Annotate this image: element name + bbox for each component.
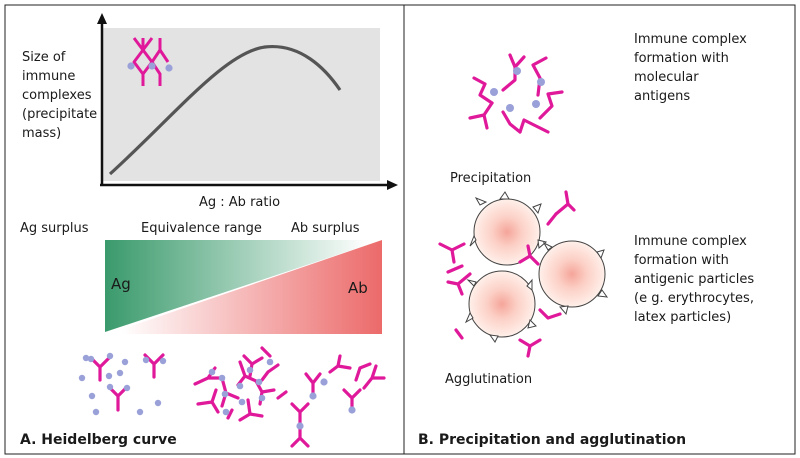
x-axis-label: Ag : Ab ratio: [199, 195, 280, 210]
agglutination-description-line: latex particles): [634, 310, 731, 325]
y-axis-label-line: (precipitate: [22, 107, 97, 122]
x-axis-arrow: [387, 180, 398, 190]
y-axis-label-line: mass): [22, 126, 61, 141]
precipitation-description-line: formation with: [634, 51, 729, 66]
precipitation-description-line: antigens: [634, 89, 690, 104]
triangle-label-ab: Ab: [348, 279, 368, 297]
chart-background: [102, 28, 380, 181]
agglutination-description-line: Immune complex: [634, 234, 747, 249]
ab-gradient-triangle: [108, 240, 382, 334]
ag-gradient-triangle: [105, 240, 382, 332]
y-axis-arrow: [97, 13, 107, 24]
particle: [468, 198, 606, 338]
agglutination-description-line: antigenic particles: [634, 272, 754, 287]
triangle-label-ag: Ag: [111, 275, 131, 293]
caption-a: A. Heidelberg curve: [20, 432, 177, 448]
y-axis-label-line: complexes: [22, 88, 92, 103]
lattice-antigens: [208, 358, 274, 416]
precipitation-label: Precipitation: [450, 171, 531, 186]
immune-complex-icon: [127, 37, 173, 86]
agglutination-description-line: formation with: [634, 253, 729, 268]
caption-b: B. Precipitation and agglutination: [418, 432, 686, 448]
agglutination-description-line: (e g. erythrocytes,: [634, 291, 754, 306]
lattice-complexes: [193, 346, 288, 422]
y-axis-label-line: immune: [22, 69, 75, 84]
y-axis-label-line: Size of: [22, 50, 66, 65]
range-ab-surplus: Ab surplus: [291, 221, 360, 236]
precipitation-description-line: molecular: [634, 70, 699, 85]
precipitation-complex: [468, 53, 564, 134]
outer-frame: [4, 4, 796, 455]
ab-surplus-complexes: [290, 354, 386, 448]
range-equivalence: Equivalence range: [141, 221, 262, 236]
agglutination-label: Agglutination: [445, 372, 532, 387]
ag-surplus-complexes: [78, 352, 167, 416]
precipitation-description-line: Immune complex: [634, 32, 747, 47]
heidelberg-curve: [108, 45, 342, 176]
agglutination-complex: [438, 190, 609, 358]
precipitation-antigens: [490, 67, 545, 112]
range-ag-surplus: Ag surplus: [20, 221, 89, 236]
